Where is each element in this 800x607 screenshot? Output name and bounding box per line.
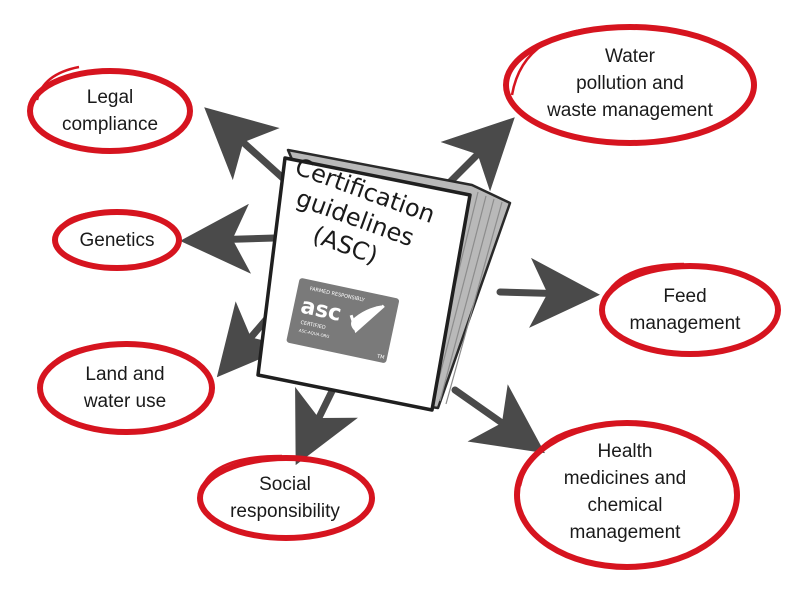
topic-genetics: Genetics	[62, 227, 172, 254]
topic-label: Legal	[86, 87, 134, 108]
topic-label: water use	[83, 391, 167, 412]
book: FARMED RESPONSIBLY asc CERTIFIED ASC-AQU…	[256, 148, 512, 412]
ellipse-social-overshoot	[200, 454, 283, 489]
topic-label: waste management	[547, 100, 713, 121]
logo-badge: CERTIFIED	[300, 320, 326, 331]
logo-small-bottom: ASC-AQUA.ORG	[298, 328, 329, 339]
ellipse-health	[514, 420, 740, 570]
arrow-social	[295, 381, 358, 466]
topic-label: responsibility	[230, 501, 340, 522]
topic-label: chemical	[587, 495, 663, 516]
logo-tm: TM	[376, 353, 385, 361]
topic-water-pollution: Water pollution and waste management	[520, 43, 740, 124]
ellipse-social	[197, 455, 375, 541]
topic-outlines	[27, 24, 781, 570]
ellipse-legal	[27, 68, 193, 154]
topic-label: Feed	[663, 286, 707, 307]
topic-label: pollution and	[576, 73, 684, 94]
topic-label: medicines and	[563, 468, 687, 489]
ellipse-legal-overshoot	[35, 65, 80, 101]
topic-legal-compliance: Legal compliance	[40, 84, 180, 138]
topic-social-responsibility: Social responsibility	[210, 471, 360, 525]
ellipse-feed-overshoot	[602, 262, 685, 301]
topic-label: Land and	[85, 364, 165, 385]
arrows	[180, 107, 600, 466]
ellipse-health-overshoot	[518, 422, 625, 487]
arrow-health	[451, 384, 545, 454]
topic-feed-management: Feed management	[605, 283, 765, 337]
arrow-feed	[496, 257, 600, 328]
ellipse-genetics-overshoot	[56, 210, 111, 233]
topic-label: Genetics	[79, 230, 155, 251]
fish-check-icon	[351, 305, 382, 331]
topic-health-medicines: Health medicines and chemical management	[530, 438, 720, 546]
topic-label: Social	[259, 474, 311, 495]
topic-label: management	[629, 313, 741, 334]
ellipse-water-overshoot	[510, 25, 623, 96]
topic-label: management	[569, 522, 681, 543]
asc-logo: FARMED RESPONSIBLY asc CERTIFIED ASC-AQU…	[286, 278, 400, 363]
ellipse-land-overshoot	[40, 342, 123, 383]
topic-label: Water	[605, 46, 655, 67]
topic-land-water-use: Land and water use	[50, 361, 200, 415]
ellipse-feed	[599, 263, 781, 357]
arrow-water	[440, 117, 515, 192]
topic-label: compliance	[61, 114, 159, 135]
ellipse-land	[37, 341, 215, 435]
arrow-genetics	[180, 203, 279, 274]
ellipse-genetics	[52, 209, 182, 271]
arrow-legal	[204, 107, 289, 184]
ellipse-water	[503, 24, 757, 146]
topic-label: Health	[597, 441, 653, 462]
